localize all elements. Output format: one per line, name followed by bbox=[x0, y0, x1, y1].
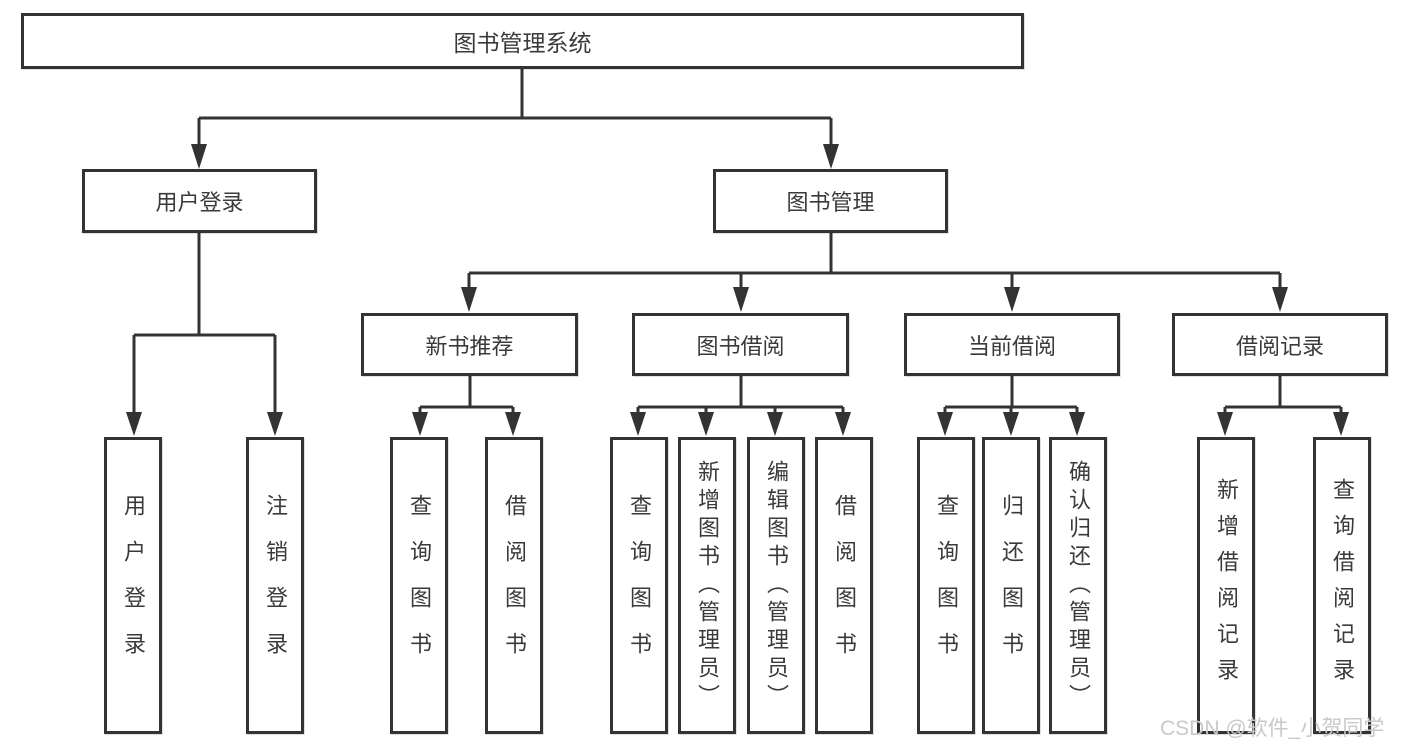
leaf-add-books-admin: 新增图书（管理员） bbox=[678, 437, 736, 734]
leaf-confirm-return-admin: 确认归还（管理员） bbox=[1049, 437, 1107, 734]
node-new-book-recommendation: 新书推荐 bbox=[361, 313, 578, 376]
leaf-query-borrowing-record: 查询借阅记录 bbox=[1313, 437, 1371, 734]
node-user-login: 用户登录 bbox=[82, 169, 317, 233]
leaf-query-books-current: 查询图书 bbox=[917, 437, 975, 734]
leaf-user-login: 用户登录 bbox=[104, 437, 162, 734]
leaf-edit-books-admin: 编辑图书（管理员） bbox=[747, 437, 805, 734]
node-current-borrowing: 当前借阅 bbox=[904, 313, 1120, 376]
node-library-management-system: 图书管理系统 bbox=[21, 13, 1024, 69]
leaf-query-books-recommend: 查询图书 bbox=[390, 437, 448, 734]
leaf-logout: 注销登录 bbox=[246, 437, 304, 734]
node-book-borrowing: 图书借阅 bbox=[632, 313, 849, 376]
leaf-borrow-books: 借阅图书 bbox=[815, 437, 873, 734]
csdn-watermark: CSDN @软件_小贺同学 bbox=[1160, 717, 1385, 740]
arrowheads bbox=[126, 144, 1349, 436]
leaf-return-books: 归还图书 bbox=[982, 437, 1040, 734]
node-borrowing-records: 借阅记录 bbox=[1172, 313, 1388, 376]
leaf-borrow-books-recommend: 借阅图书 bbox=[485, 437, 543, 734]
leaf-add-borrowing-record: 新增借阅记录 bbox=[1197, 437, 1255, 734]
leaf-query-books-borrowing: 查询图书 bbox=[610, 437, 668, 734]
node-book-management: 图书管理 bbox=[713, 169, 948, 233]
